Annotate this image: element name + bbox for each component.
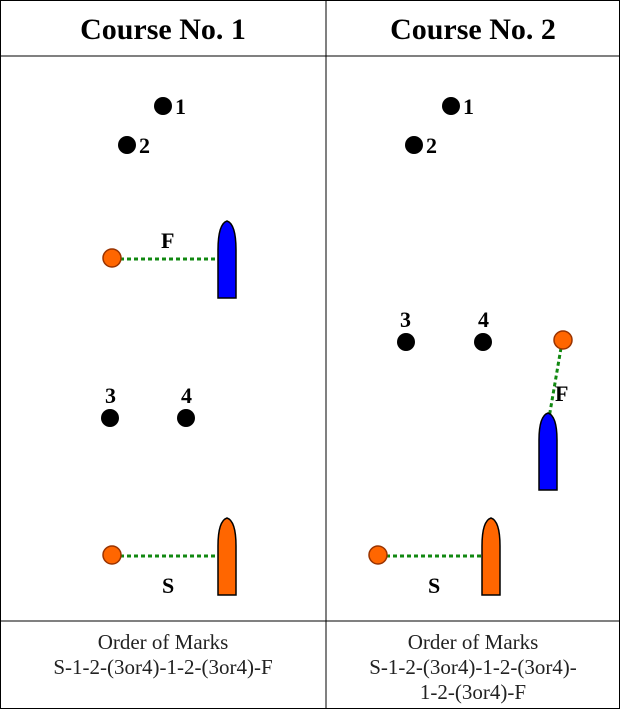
course2-mark-3-label: 3: [400, 307, 411, 332]
course2-diagram: 1 2 3 4 F S: [368, 94, 573, 598]
course1-start-buoy: [102, 545, 122, 565]
course2-start-boat: [481, 517, 501, 596]
course2-finish-label: F: [555, 381, 568, 406]
course2-mark-4-label: 4: [478, 307, 489, 332]
course1-mark-1-label: 1: [175, 94, 186, 119]
course2-mark-2-label: 2: [426, 133, 437, 158]
course2-mark-3: [397, 333, 415, 351]
course1-finish-buoy: [102, 248, 122, 268]
course2-mark-4: [474, 333, 492, 351]
course1-diagram: 1 2 F 3 4 S: [101, 94, 237, 598]
course1-mark-2-label: 2: [139, 133, 150, 158]
course2-mark-2: [405, 136, 423, 154]
course2-mark-1: [442, 97, 460, 115]
course2-finish-boat: [538, 412, 558, 491]
course2-start-label: S: [428, 573, 440, 598]
course2-start-buoy: [368, 545, 388, 565]
course1-mark-2: [118, 136, 136, 154]
course2-mark-1-label: 1: [463, 94, 474, 119]
course1-mark-3-label: 3: [105, 383, 116, 408]
course1-order-sequence: S-1-2-(3or4)-1-2-(3or4)-F: [53, 655, 273, 679]
course1-order: Order of Marks S-1-2-(3or4)-1-2-(3or4)-F: [0, 630, 326, 680]
course2-title: Course No. 2: [390, 13, 556, 46]
course1-mark-3: [101, 409, 119, 427]
course2-order-sequence-line2: 1-2-(3or4)-F: [419, 680, 527, 704]
course1-order-heading: Order of Marks: [97, 630, 229, 654]
course2-order: Order of Marks S-1-2-(3or4)-1-2-(3or4)- …: [326, 630, 620, 705]
course2-order-heading: Order of Marks: [407, 630, 539, 654]
course2-finish-line: [547, 347, 563, 419]
course1-mark-4: [177, 409, 195, 427]
course1-finish-boat: [217, 220, 237, 299]
course1-mark-4-label: 4: [181, 383, 192, 408]
course1-mark-1: [154, 97, 172, 115]
course2-finish-buoy: [553, 330, 573, 350]
course2-order-sequence-line1: S-1-2-(3or4)-1-2-(3or4)-: [369, 655, 577, 679]
course1-finish-label: F: [161, 228, 174, 253]
course1-start-label: S: [162, 573, 174, 598]
course1-title: Course No. 1: [80, 13, 246, 46]
course1-start-boat: [217, 517, 237, 596]
